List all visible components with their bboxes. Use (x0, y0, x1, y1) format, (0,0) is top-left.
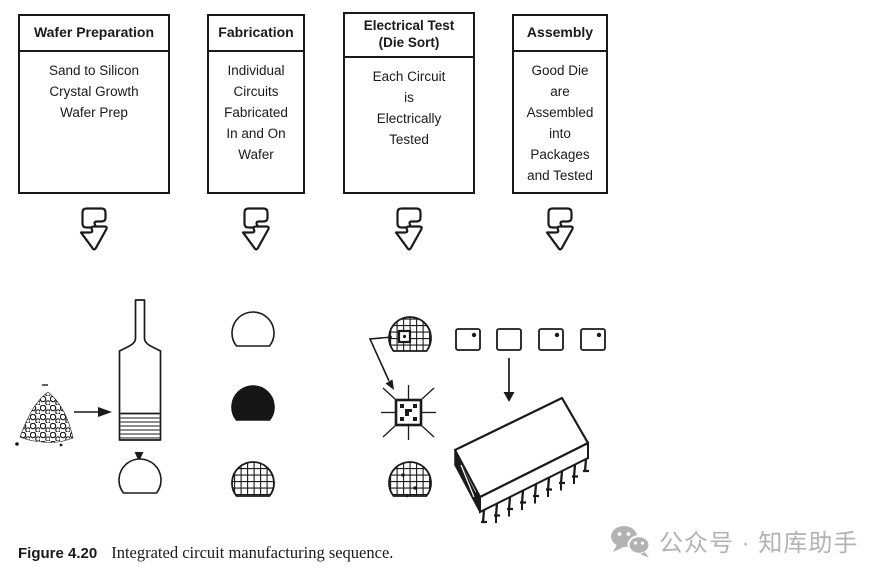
wafer-hatched (231, 461, 275, 497)
step-title: Assembly (514, 16, 606, 52)
step-body: Good Die are Assembled into Packages and… (526, 63, 594, 183)
flow-down-arrow-icon (542, 206, 578, 252)
step-box-electrical-test: Electrical Test (Die Sort) Each Circuit … (343, 12, 475, 194)
step-body: Sand to Silicon Crystal Growth Wafer Pre… (48, 63, 140, 120)
step-title: Electrical Test (Die Sort) (345, 14, 473, 58)
step-body: Individual Circuits Fabricated In and On… (224, 63, 288, 162)
step-title: Wafer Preparation (20, 16, 168, 52)
wafer-outline (231, 311, 275, 347)
flow-down-arrow-icon (391, 206, 427, 252)
die-to-package-arrow (503, 358, 515, 402)
step-title: Fabrication (209, 16, 303, 52)
step-box-wafer-preparation: Wafer Preparation Sand to Silicon Crysta… (18, 14, 170, 194)
watermark: 公众号 · 知库助手 (610, 523, 858, 558)
wafer-die-sort (388, 316, 432, 352)
step-body: Each Circuit is Electrically Tested (372, 69, 446, 147)
sand-pile-illustration (15, 384, 74, 447)
melt-lines (120, 412, 160, 439)
dip-pins-back (495, 475, 575, 523)
flow-down-arrow-icon (238, 206, 274, 252)
crystal-growth-crucible (118, 299, 162, 441)
wafer-black (231, 385, 275, 421)
die-row (455, 328, 606, 351)
wafer-after-test (388, 461, 432, 498)
watermark-text: 公众号 · 知库助手 (659, 530, 859, 557)
dip-package (453, 396, 590, 524)
sand-to-crucible-arrow (74, 407, 112, 417)
caption-text: Integrated circuit manufacturing sequenc… (111, 543, 394, 562)
wechat-icon (611, 525, 650, 557)
illustration-canvas (15, 299, 606, 524)
flow-down-arrow-icon (76, 206, 112, 252)
blank-wafer (118, 458, 162, 494)
caption-label: Figure 4.20 (18, 545, 98, 562)
step-box-fabrication: Fabrication Individual Circuits Fabricat… (207, 14, 305, 194)
pull-down-arrow (134, 452, 144, 462)
wafer-to-die-arrow (368, 336, 394, 390)
figure-caption: Figure 4.20 Integrated circuit manufactur… (18, 543, 393, 563)
step-box-assembly: Assembly Good Die are Assembled into Pac… (512, 14, 608, 194)
die-probe-test (381, 385, 436, 440)
